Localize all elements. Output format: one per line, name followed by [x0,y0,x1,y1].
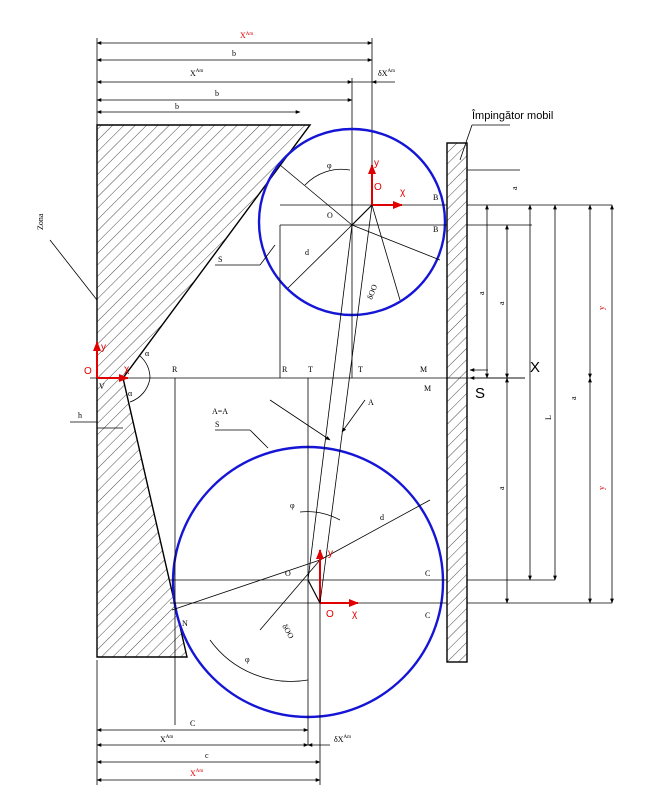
axis-big-x-label: X [530,359,540,376]
pusher: Împingător mobil [446,109,553,663]
dim-total-label: XAm [240,31,253,40]
pt-r2-label: R [172,365,178,374]
h-label: h [78,411,82,420]
lower-diameter [319,499,431,561]
main-axis: X S [90,359,540,402]
pt-m-label: M [420,365,427,374]
bottom-dim3-label: c [205,751,209,760]
pt-a-label: A [368,398,374,407]
origin-frame: O y χ α α V [84,341,151,403]
pt-b1-label: B [433,193,438,202]
right-dim1-label: a [477,291,486,295]
upper-radius-right [351,224,441,261]
o1-center-label: O [327,211,333,220]
dim-x-ref-label: XAm [190,69,203,78]
oo2-label: δOO [280,623,296,641]
o2-label: O [326,609,334,620]
lower-roller: φ φ O C C N d δOO O y χ S [170,420,447,719]
phi2-label: φ [290,501,295,510]
origin-v-label: V [99,382,105,391]
phi1-arc [304,168,351,186]
bottom-dim-delta-label: δXAm [334,735,351,744]
phi-lower-label: φ [245,655,250,664]
wedge-lower [96,377,188,658]
upper-oo-line [371,204,401,301]
o2-center-label: O [285,569,291,578]
alpha2-arc [129,377,151,403]
link-line-2 [319,204,373,604]
leader-a-eq [269,399,331,441]
pusher-bar [446,142,468,663]
h-mark: h [70,411,123,429]
left-note-leader [49,239,98,301]
oo1-label: δOO [365,283,379,301]
right-dim3-label: L [544,415,553,420]
top-dimensions: XAm b XAm δXAm b b [96,31,395,225]
upper-diameter-left [287,224,353,289]
phi1-label: φ [327,161,332,170]
right-red1-label: y [597,306,606,310]
left-note-text: Zona [36,213,45,230]
label-a-eq: A=A [212,407,228,416]
bottom-dim2-label: XAm [160,735,173,744]
phi-lower-arc [209,639,309,682]
dim-row4-label: b [215,89,219,98]
pt-m2-label: M [424,384,431,393]
s-upper-label: S [218,255,222,264]
s-upper-leader [259,244,276,266]
x1-label: χ [400,187,406,198]
dim-row5-label: b [175,102,179,111]
origin-label: O [84,366,92,377]
x2-label: χ [352,609,358,620]
o1-label: O [374,182,382,193]
right-dimensions: a a L a y y a a [467,169,614,604]
alpha1-arc [139,355,151,379]
linkage: A=A A [212,204,374,604]
d2-label: d [380,513,384,522]
pt-r-label: R [282,365,288,374]
y1-label: y [374,158,379,169]
dim-b-label: b [232,49,236,58]
d1-label: d [305,248,309,257]
alpha1-label: α [145,349,150,358]
origin-x-label: χ [124,364,130,375]
upper-radius-upleft [279,164,353,226]
dim-delta-top-label: δXAm [378,69,395,78]
right-red2-label: y [597,486,606,490]
bottom-dim4-label: XAm [190,769,203,778]
right-dim6-label: a [510,186,519,190]
link-line-1 [307,224,353,581]
bottom-dim1-label: C [190,719,195,728]
s-lower-leader [249,429,269,449]
pt-b-label: B [433,225,438,234]
bottom-dimensions: C XAm δXAm c XAm [96,603,351,785]
pt-c1-label: C [425,611,430,620]
alpha2-label: α [128,389,133,398]
o1-offset [351,204,373,226]
pt-t-label: T [308,365,313,374]
pt-t2-label: T [358,365,363,374]
leader-a [341,399,366,433]
y2-label: y [328,548,333,559]
o2-offset [307,579,321,604]
axis-big-s-label: S [475,385,485,402]
pt-n-label: N [182,619,188,628]
pusher-label: Împingător mobil [471,109,553,122]
wedge-upper [96,124,312,379]
phi2-arc [299,511,341,521]
origin-y-label: y [101,342,106,353]
lower-radius-n [171,559,321,611]
right-dim2-label: a [497,301,506,305]
right-dim4-label: a [569,396,578,400]
wedge-body [96,124,312,658]
axis-points: R R T T M M [172,225,431,725]
left-note: Zona [36,213,98,301]
pt-c-label: C [425,569,430,578]
s-lower-label: S [215,420,219,429]
pusher-leader [459,124,473,161]
right-dim5-label: a [497,486,506,490]
lower-radius-down [259,559,321,631]
